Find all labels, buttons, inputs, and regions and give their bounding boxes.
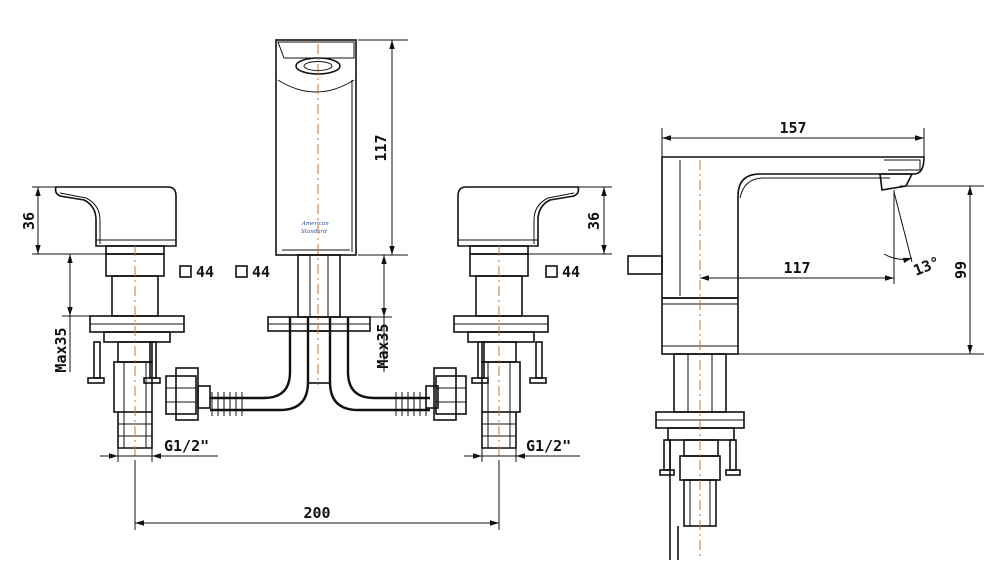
dim-spout-height: 117 bbox=[358, 39, 408, 256]
dim-max-thickness-left: Max35 bbox=[52, 253, 106, 373]
dim-handle-height-right: 36 bbox=[528, 186, 612, 255]
square-label-left: 44 bbox=[196, 263, 214, 281]
right-handle bbox=[453, 186, 580, 449]
hoses bbox=[165, 317, 467, 421]
dim-center-spacing: 200 bbox=[134, 460, 500, 530]
dim-label-36-left: 36 bbox=[20, 212, 38, 230]
dim-side-height: 99 bbox=[738, 185, 984, 355]
side-view: 157 117 13° 99 bbox=[627, 119, 984, 560]
side-body bbox=[627, 156, 925, 560]
dim-label-99: 99 bbox=[952, 261, 970, 279]
square-icon bbox=[235, 265, 248, 278]
dim-label-thread-left: G1/2" bbox=[164, 437, 209, 455]
square-labels: 44 44 44 bbox=[179, 263, 580, 281]
dim-label-200: 200 bbox=[303, 504, 330, 522]
dim-label-angle: 13° bbox=[911, 253, 943, 280]
dim-label-max35-center: Max35 bbox=[374, 323, 392, 368]
front-view: American Standard bbox=[20, 39, 612, 530]
square-label-center: 44 bbox=[252, 263, 270, 281]
dim-label-36-right: 36 bbox=[585, 212, 603, 230]
dim-side-spout-reach: 117 bbox=[700, 190, 895, 284]
logo-line1: American bbox=[301, 221, 329, 227]
left-handle bbox=[54, 186, 185, 449]
dim-label-157: 157 bbox=[779, 119, 806, 137]
dim-thread-left: G1/2" bbox=[100, 437, 218, 462]
dim-thread-right: G1/2" bbox=[464, 437, 580, 462]
dim-side-angle: 13° bbox=[883, 191, 943, 280]
square-icon bbox=[545, 265, 558, 278]
logo-line2: Standard bbox=[301, 229, 327, 235]
logo: American Standard bbox=[301, 221, 329, 235]
dim-label-117: 117 bbox=[372, 134, 390, 161]
dim-label-thread-right: G1/2" bbox=[526, 437, 571, 455]
centerlines-front bbox=[134, 44, 500, 460]
dim-max-thickness-center: Max35 bbox=[370, 255, 392, 372]
spout-body bbox=[267, 39, 371, 384]
dim-label-max35-left: Max35 bbox=[52, 327, 70, 372]
dim-label-117-side: 117 bbox=[783, 259, 810, 277]
square-icon bbox=[179, 265, 192, 278]
dim-side-reach: 157 bbox=[661, 119, 925, 157]
square-label-right: 44 bbox=[562, 263, 580, 281]
